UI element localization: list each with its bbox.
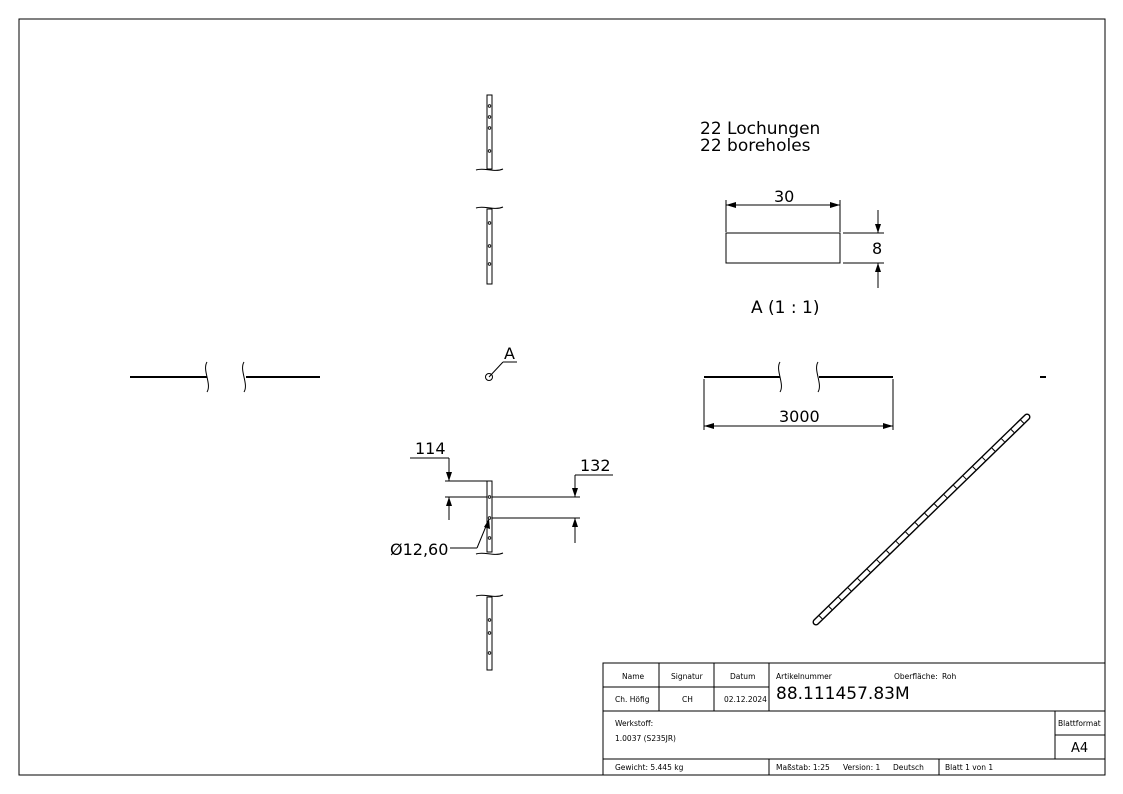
iso-hole-mark <box>991 447 996 452</box>
iso-hole-mark <box>876 559 881 564</box>
iso-hole-mark <box>953 485 957 489</box>
tb-name-label: Name <box>622 672 645 681</box>
iso-hole-mark <box>866 568 871 573</box>
tb-sheet-number: Blatt 1 von 1 <box>945 763 993 772</box>
sheet-border <box>18 18 1106 776</box>
length-dim: 3000 <box>779 407 820 426</box>
tb-date-label: Datum <box>730 672 755 681</box>
detail-width-dim: 30 <box>774 187 794 206</box>
tb-surface-label: Oberfläche: <box>894 672 938 681</box>
iso-hole-mark <box>847 587 852 592</box>
iso-hole-mark <box>828 606 833 610</box>
iso-hole-mark <box>924 512 929 517</box>
iso-hole-mark <box>981 457 986 461</box>
section-marker-label: A <box>504 344 515 363</box>
iso-hole-mark <box>1020 419 1025 424</box>
tb-material-value: 1.0037 (S235JR) <box>615 734 676 743</box>
top-view-length: 3000 <box>703 361 894 430</box>
iso-hole-mark <box>972 466 977 471</box>
detail-height-dim: 8 <box>872 239 882 258</box>
tb-material-label: Werkstoff: <box>615 719 653 728</box>
tb-version: Version: 1 <box>843 763 880 772</box>
tb-article-number: 88.111457.83M <box>776 684 910 704</box>
iso-hole-mark <box>1001 438 1005 443</box>
tb-scale: Maßstab: 1:25 <box>776 763 830 772</box>
tb-date-value: 02.12.2024 <box>724 695 767 704</box>
front-view-lower: 114 132 Ø12,60 <box>390 439 613 671</box>
first-hole-offset-dim: 114 <box>415 439 446 458</box>
note-line-english: 22 boreholes <box>700 136 811 156</box>
detail-caption: A (1 : 1) <box>751 298 819 318</box>
tb-language: Deutsch <box>893 763 924 772</box>
iso-hole-mark <box>962 475 967 480</box>
tb-sheet-format-label: Blattformat <box>1058 719 1101 728</box>
tb-sheet-format-value: A4 <box>1071 741 1088 756</box>
tb-signature-value: CH <box>682 695 693 704</box>
section-marker-a: A <box>485 344 517 381</box>
isometric-view <box>812 413 1031 626</box>
iso-hole-mark <box>895 540 900 545</box>
tb-article-label: Artikelnummer <box>776 672 833 681</box>
iso-hole-mark <box>1010 429 1015 433</box>
front-view-upper <box>475 94 504 285</box>
hole-diameter-dim: Ø12,60 <box>390 540 448 559</box>
tb-surface-value: Roh <box>942 672 956 681</box>
iso-hole-mark <box>934 503 938 508</box>
iso-hole-mark <box>914 522 919 527</box>
title-block: Name Signatur Datum Ch. Höfig CH 02.12.2… <box>602 662 1106 776</box>
detail-view-a: 30 8 A (1 : 1) <box>725 187 884 318</box>
iso-hole-mark <box>838 596 842 601</box>
note-line-german: 22 Lochungen <box>700 119 820 139</box>
iso-hole-mark <box>943 494 948 499</box>
left-side-view <box>130 361 320 393</box>
detail-section-rect <box>725 232 841 264</box>
tb-name-value: Ch. Höfig <box>615 695 650 704</box>
iso-hole-mark <box>857 578 862 582</box>
hole-pitch-dim: 132 <box>580 456 611 475</box>
tb-weight: Gewicht: 5.445 kg <box>615 763 684 772</box>
iso-hole-mark <box>905 531 909 536</box>
iso-hole-mark <box>818 615 823 620</box>
iso-hole-mark <box>886 550 890 554</box>
tb-signature-label: Signatur <box>671 672 704 681</box>
